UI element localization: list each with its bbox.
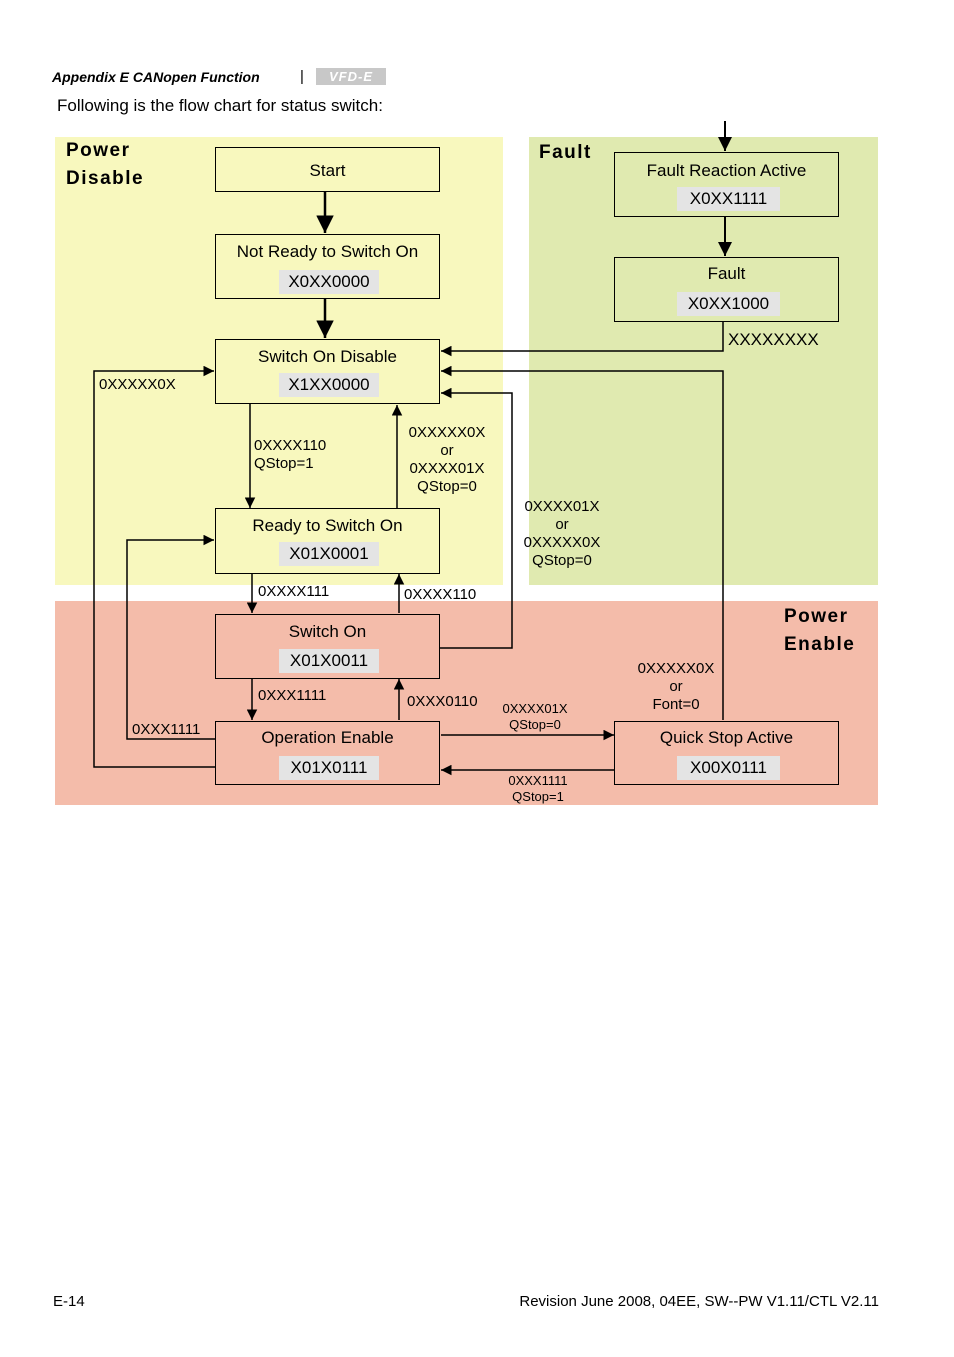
power-disable-label: Power Disable <box>66 140 145 189</box>
fault-region <box>529 137 878 585</box>
label-op-to-quick: 0XXXX01X QStop=0 <box>502 701 568 732</box>
state-not-ready-title: Not Ready to Switch On <box>236 242 419 261</box>
arrow-on-to-disable <box>440 387 513 649</box>
state-quick-stop-title: Quick Stop Active <box>659 728 794 747</box>
arrow-quick-to-disable <box>441 365 724 720</box>
label-on-to-ready: 0XXXX110 <box>404 586 477 603</box>
fault-label: Fault <box>539 142 592 163</box>
state-ready-code: X01X0001 <box>279 542 379 566</box>
state-fault-code: X0XX1000 <box>677 292 780 316</box>
state-ready: Ready to Switch On X01X0001 <box>215 508 440 574</box>
label-ready-to-on: 0XXXX111 <box>258 583 330 600</box>
revision-info: Revision June 2008, 04EE, SW--PW V1.11/C… <box>519 1293 879 1310</box>
page-number: E-14 <box>53 1293 85 1310</box>
label-op-to-disable: 0XXXXX0X <box>99 376 176 393</box>
header-separator: | <box>300 68 304 85</box>
section-header: Appendix E CANopen Function <box>52 69 260 85</box>
state-quick-stop: Quick Stop Active X00X0111 <box>614 721 839 785</box>
state-operation-enable-title: Operation Enable <box>261 728 394 747</box>
label-on-to-op: 0XXX1111 <box>258 687 327 704</box>
label-quick-to-op: 0XXX1111 QStop=1 <box>508 773 568 804</box>
arrow-op-to-disable <box>93 365 216 768</box>
state-ready-title: Ready to Switch On <box>252 516 403 535</box>
state-operation-enable: Operation Enable X01X0111 <box>215 721 440 785</box>
state-start-title: Start <box>309 161 346 180</box>
state-switch-on-title: Switch On <box>288 622 367 641</box>
state-fault-reaction-title: Fault Reaction Active <box>646 161 807 180</box>
label-op-to-on: 0XXX0110 <box>407 693 478 710</box>
state-switch-on-disable-title: Switch On Disable <box>258 347 397 366</box>
state-fault-title: Fault <box>707 264 746 283</box>
arrow-op-to-ready <box>126 534 216 740</box>
state-not-ready-code: X0XX0000 <box>279 270 379 294</box>
state-fault-reaction: Fault Reaction Active X0XX1111 <box>614 152 839 217</box>
state-switch-on-code: X01X0011 <box>279 649 379 673</box>
vfd-e-logo: VFD-E <box>316 68 386 85</box>
label-on-to-disable: 0XXXX01X or 0XXXXX0X QStop=0 <box>523 498 601 569</box>
state-start: Start <box>215 147 440 192</box>
label-fault-to-disable: XXXXXXXX <box>728 330 819 349</box>
label-op-to-ready: 0XXX1111 <box>132 721 201 738</box>
state-fault: Fault X0XX1000 <box>614 257 839 322</box>
power-disable-region <box>55 137 503 585</box>
arrow-fault-to-disable <box>441 322 724 357</box>
label-quick-to-disable: 0XXXXX0X or Font=0 <box>637 660 715 713</box>
state-switch-on: Switch On X01X0011 <box>215 614 440 679</box>
state-switch-on-disable: Switch On Disable X1XX0000 <box>215 339 440 404</box>
state-operation-enable-code: X01X0111 <box>279 756 379 780</box>
power-enable-label: Power Enable <box>784 606 856 655</box>
label-ready-to-disable: 0XXXXX0X or 0XXXX01X QStop=0 <box>408 424 486 495</box>
state-fault-reaction-code: X0XX1111 <box>677 187 780 211</box>
label-disable-to-ready: 0XXXX110 QStop=1 <box>254 437 327 472</box>
state-not-ready: Not Ready to Switch On X0XX0000 <box>215 234 440 299</box>
state-quick-stop-code: X00X0111 <box>677 756 780 780</box>
intro-text: Following is the flow chart for status s… <box>57 96 383 115</box>
state-switch-on-disable-code: X1XX0000 <box>279 373 379 397</box>
